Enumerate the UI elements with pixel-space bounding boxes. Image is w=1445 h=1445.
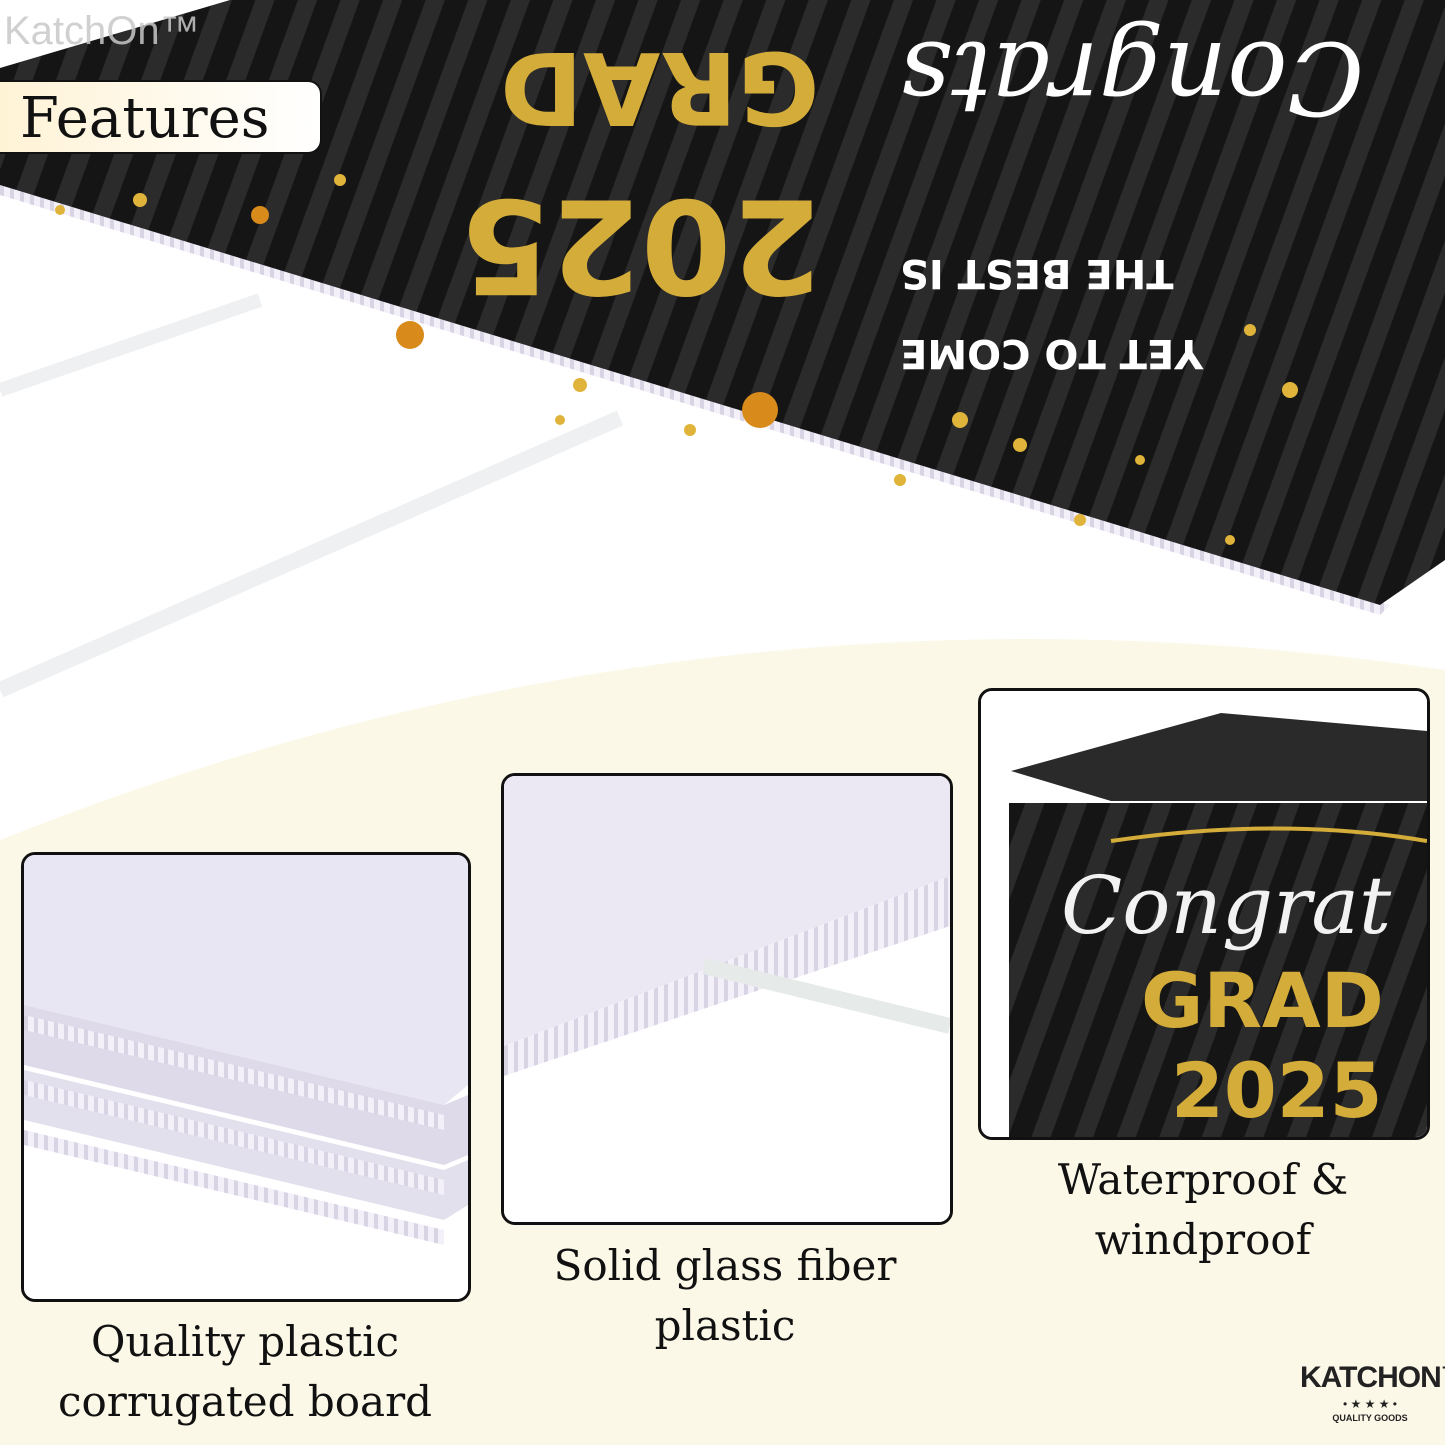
caption-line: windproof: [1094, 1215, 1312, 1264]
logo-subtitle: QUALITY GOODS: [1332, 1413, 1408, 1423]
stake-pole: [0, 410, 624, 698]
caption-line: corrugated board: [57, 1377, 433, 1426]
confetti: [55, 174, 1298, 545]
image-grad-text: GRAD: [1141, 956, 1384, 1045]
sign-tagline-1: THE BEST IS: [900, 250, 1174, 296]
stake-pole: [0, 293, 263, 397]
caption-line: Solid glass fiber: [553, 1241, 897, 1290]
logo-stars: • ★ ★ ★ •: [1342, 1397, 1397, 1411]
sign-script-text: Congrats: [900, 19, 1365, 136]
feature-caption-3: Waterproof & windproof: [958, 1150, 1445, 1270]
sign-tagline-2: YET TO COME: [900, 330, 1204, 376]
sign-grad-text: GRAD: [500, 29, 820, 146]
caption-line: Quality plastic: [90, 1317, 400, 1366]
yard-sign: [0, 0, 1445, 605]
feature-image-corrugated-board: [21, 852, 471, 1302]
caption-line: Waterproof &: [1057, 1155, 1349, 1204]
feature-image-waterproof: Congrat GRAD 2025: [978, 688, 1430, 1140]
watermark: KatchOn™: [4, 9, 200, 53]
image-year-text: 2025: [1171, 1046, 1383, 1135]
sign-year-text: 2025: [460, 169, 822, 322]
caption-line: plastic: [654, 1301, 796, 1350]
image-script-text: Congrat: [1061, 859, 1392, 952]
feature-caption-2: Solid glass fiber plastic: [480, 1236, 970, 1356]
feature-caption-1: Quality plastic corrugated board: [0, 1312, 490, 1432]
logo-name: KATCHON™: [1300, 1361, 1445, 1394]
katchon-logo: KATCHON™ • ★ ★ ★ • QUALITY GOODS: [1300, 1360, 1445, 1424]
features-heading: Features: [0, 80, 322, 154]
feature-image-glass-fiber: [501, 773, 953, 1225]
